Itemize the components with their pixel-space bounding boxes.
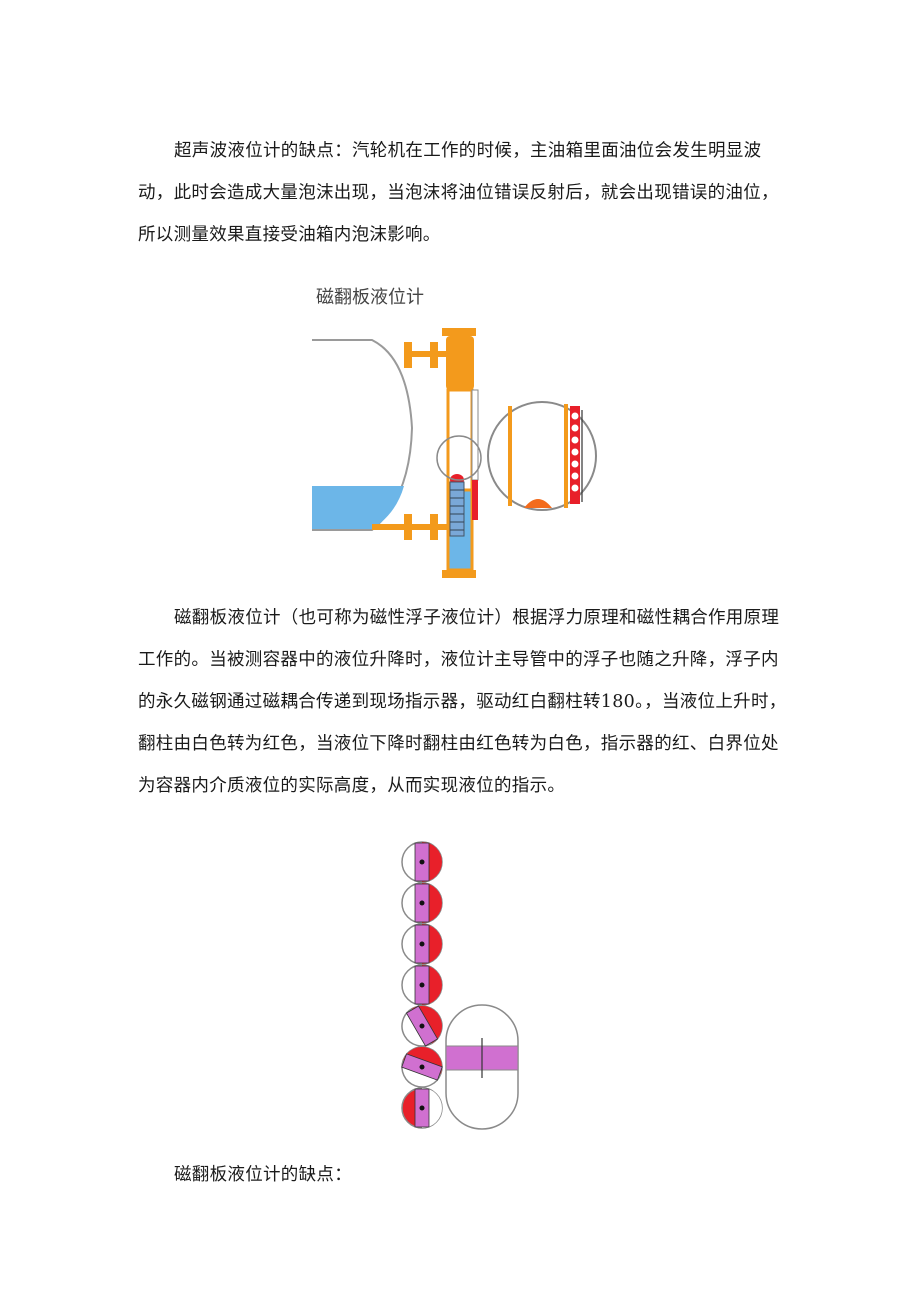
bottom-cap <box>442 570 476 578</box>
magnetic-float <box>445 1004 519 1130</box>
tank-liquid <box>312 486 404 529</box>
flap-7 <box>401 1087 443 1129</box>
paragraph-flap-gauge-drawbacks: 磁翻板液位计的缺点： <box>174 1165 352 1185</box>
paragraph-flap-gauge-principle: 磁翻板液位计（也可称为磁性浮子液位计）根据浮力原理和磁性耦合作用原理工作的。当被… <box>138 608 787 796</box>
lower-flange-right <box>430 514 438 540</box>
upper-nozzle-pipe <box>408 351 448 357</box>
indicator-white-section <box>471 389 479 481</box>
main-tube-upper <box>446 388 474 492</box>
zoom-source-circle <box>436 435 482 481</box>
flap-6 <box>401 1046 443 1088</box>
magnetic-flap-level-gauge-diagram <box>312 328 597 578</box>
lower-flange-left <box>404 514 412 540</box>
flap-1 <box>401 841 443 883</box>
flap-2 <box>401 882 443 924</box>
flap-5 <box>401 1005 443 1047</box>
paragraph-ultrasonic-drawbacks: 超声波液位计的缺点：汽轮机在工作的时候，主油箱里面油位会发生明显波动，此时会造成… <box>138 141 779 245</box>
flap-3 <box>401 923 443 965</box>
zoom-detail <box>487 401 597 511</box>
top-cap <box>442 328 476 336</box>
flap-rotation-diagram <box>401 841 519 1130</box>
flap-4 <box>401 964 443 1006</box>
indicator-red-section <box>472 480 478 520</box>
figure-caption: 磁翻板液位计 <box>316 287 424 308</box>
upper-flange-left <box>404 342 412 368</box>
upper-flange-right <box>430 342 438 368</box>
top-chamber <box>446 336 474 390</box>
